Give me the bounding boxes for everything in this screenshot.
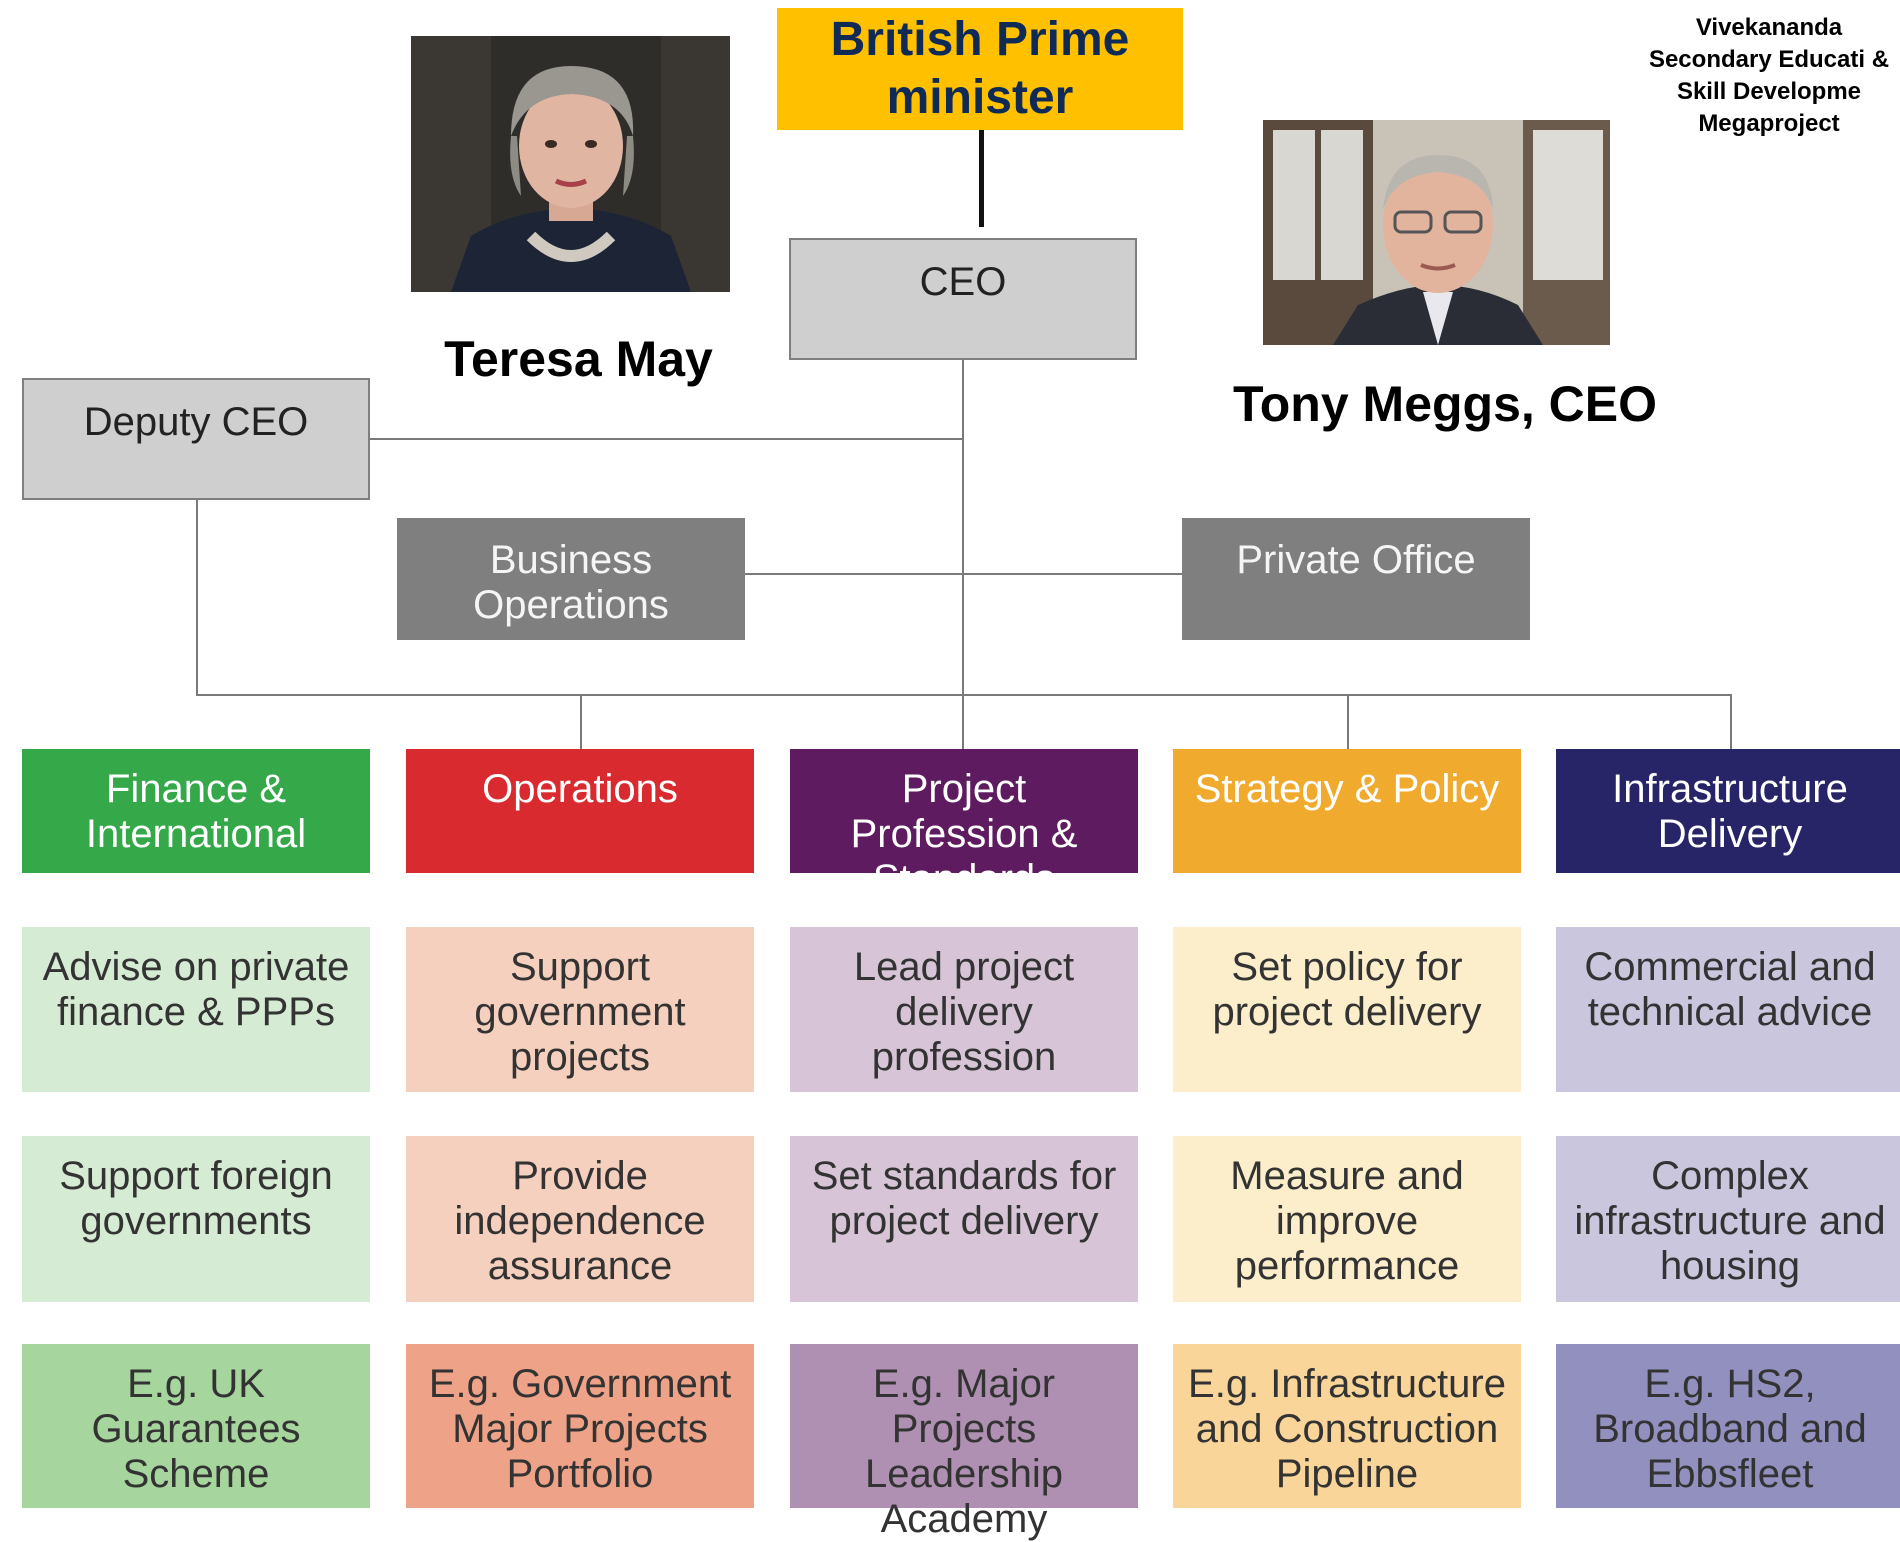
staff-connector-line <box>745 573 1182 575</box>
directorate-header-5: Infrastructure Delivery <box>1556 749 1900 873</box>
directorate-1-item-1: Advise on private finance & PPPs <box>22 927 370 1092</box>
directorate-2-item-3: E.g. Government Major Projects Portfolio <box>406 1344 754 1508</box>
directorate-5-item-3: E.g. HS2, Broadband and Ebbsfleet <box>1556 1344 1900 1508</box>
business-operations-box: Business Operations <box>397 518 745 640</box>
corner-label: Vivekananda Secondary Educati & Skill De… <box>1640 12 1898 140</box>
prime-minister-label: British Prime minister <box>830 13 1130 124</box>
directorate-3-item-2: Set standards for project delivery <box>790 1136 1138 1302</box>
directorate-2-item-2: Provide independence assurance <box>406 1136 754 1302</box>
portrait-woman-icon <box>411 36 730 292</box>
directorate-3-item-3: E.g. Major Projects Leadership Academy <box>790 1344 1138 1541</box>
directorates-bus-line <box>196 694 1732 696</box>
business-operations-label: Business Operations <box>473 538 669 627</box>
ceo-vertical-line <box>962 360 964 750</box>
directorate-5-item-1: Commercial and technical advice <box>1556 927 1900 1092</box>
ceo-box: CEO <box>789 238 1137 360</box>
directorate-3-item-1: Lead project delivery profession <box>790 927 1138 1092</box>
directorate-header-1: Finance & International <box>22 749 370 873</box>
pm-connector-line <box>979 130 984 227</box>
directorate-4-item-2: Measure and improve performance <box>1173 1136 1521 1302</box>
drop-line-4 <box>1730 694 1732 749</box>
deputy-ceo-label: Deputy CEO <box>83 400 309 444</box>
deputy-connector-line <box>370 438 964 440</box>
drop-line-1 <box>580 694 582 749</box>
private-office-box: Private Office <box>1182 518 1530 640</box>
private-office-label: Private Office <box>1236 538 1476 582</box>
directorate-4-item-1: Set policy for project delivery <box>1173 927 1521 1092</box>
teresa-may-photo <box>411 36 730 292</box>
prime-minister-box: British Prime minister <box>777 8 1183 130</box>
portrait-man-icon <box>1263 120 1610 345</box>
ceo-label: CEO <box>919 260 1007 304</box>
directorate-header-2: Operations <box>406 749 754 873</box>
deputy-vertical-line <box>196 500 198 696</box>
deputy-ceo-box: Deputy CEO <box>22 378 370 500</box>
tony-meggs-photo <box>1263 120 1610 345</box>
tony-meggs-name: Tony Meggs, CEO <box>1232 376 1658 432</box>
directorate-1-item-2: Support foreign governments <box>22 1136 370 1302</box>
teresa-may-name: Teresa May <box>444 331 713 387</box>
directorate-4-item-3: E.g. Infrastructure and Construction Pip… <box>1173 1344 1521 1508</box>
drop-line-3 <box>1347 694 1349 749</box>
directorate-1-item-3: E.g. UK Guarantees Scheme <box>22 1344 370 1508</box>
directorate-header-3: Project Profession & Standards <box>790 749 1138 901</box>
directorate-header-4: Strategy & Policy <box>1173 749 1521 873</box>
directorate-2-item-1: Support government projects <box>406 927 754 1092</box>
corner-label-text: Vivekananda Secondary Educati & Skill De… <box>1648 14 1890 137</box>
directorate-5-item-2: Complex infrastructure and housing <box>1556 1136 1900 1302</box>
